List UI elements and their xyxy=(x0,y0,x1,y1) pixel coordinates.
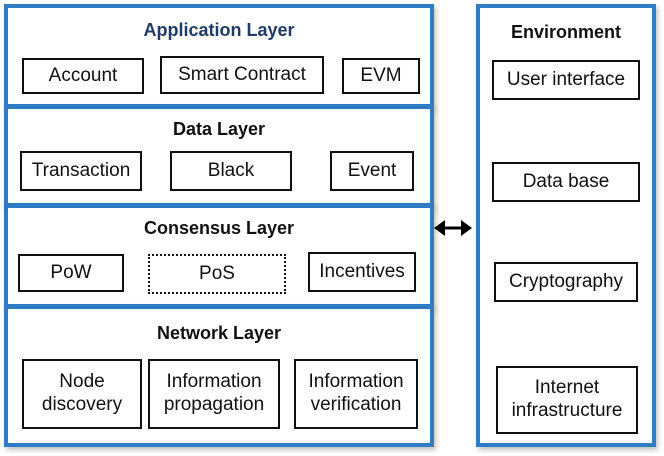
smart-contract-box: Smart Contract xyxy=(160,56,324,94)
node-discovery-line1: Node xyxy=(59,371,105,393)
node-discovery-line2: discovery xyxy=(41,394,123,415)
information-propagation-line1: Information xyxy=(166,371,262,393)
data-base-box: Data base xyxy=(492,162,640,202)
data-layer: Data Layer Transaction Black Event xyxy=(4,105,434,207)
account-box: Account xyxy=(22,58,144,94)
environment-title: Environment xyxy=(510,22,621,42)
black-box: Black xyxy=(170,151,292,191)
cryptography-box: Cryptography xyxy=(494,262,638,302)
information-propagation-box: Information propagation xyxy=(148,359,280,429)
information-verification-line2: verification xyxy=(310,394,402,415)
network-layer: Network Layer Node discovery Information… xyxy=(4,305,434,447)
user-interface-box: User interface xyxy=(492,60,640,100)
internet-infrastructure-line2: infrastructure xyxy=(511,400,623,421)
event-box: Event xyxy=(330,151,414,191)
internet-infrastructure-box: Internet infrastructure xyxy=(496,366,638,434)
evm-box: EVM xyxy=(342,58,420,94)
application-layer-title: Application Layer xyxy=(143,20,295,40)
application-layer: Application Layer Account Smart Contract… xyxy=(4,4,434,108)
network-layer-title: Network Layer xyxy=(156,323,282,343)
double-arrow-icon xyxy=(434,220,472,236)
information-verification-box: Information verification xyxy=(294,359,418,429)
environment-panel: Environment User interface Data base Cry… xyxy=(476,4,656,447)
information-verification-line1: Information xyxy=(308,371,404,393)
pos-box: PoS xyxy=(148,254,286,294)
internet-infrastructure-line1: Internet xyxy=(534,377,600,399)
incentives-box: Incentives xyxy=(308,252,416,292)
information-propagation-line2: propagation xyxy=(163,394,265,415)
transaction-box: Transaction xyxy=(20,151,142,191)
consensus-layer: Consensus Layer PoW PoS Incentives xyxy=(4,204,434,308)
consensus-layer-title: Consensus Layer xyxy=(143,218,295,238)
data-layer-title: Data Layer xyxy=(172,119,266,139)
node-discovery-box: Node discovery xyxy=(22,359,142,429)
pow-box: PoW xyxy=(18,254,124,292)
